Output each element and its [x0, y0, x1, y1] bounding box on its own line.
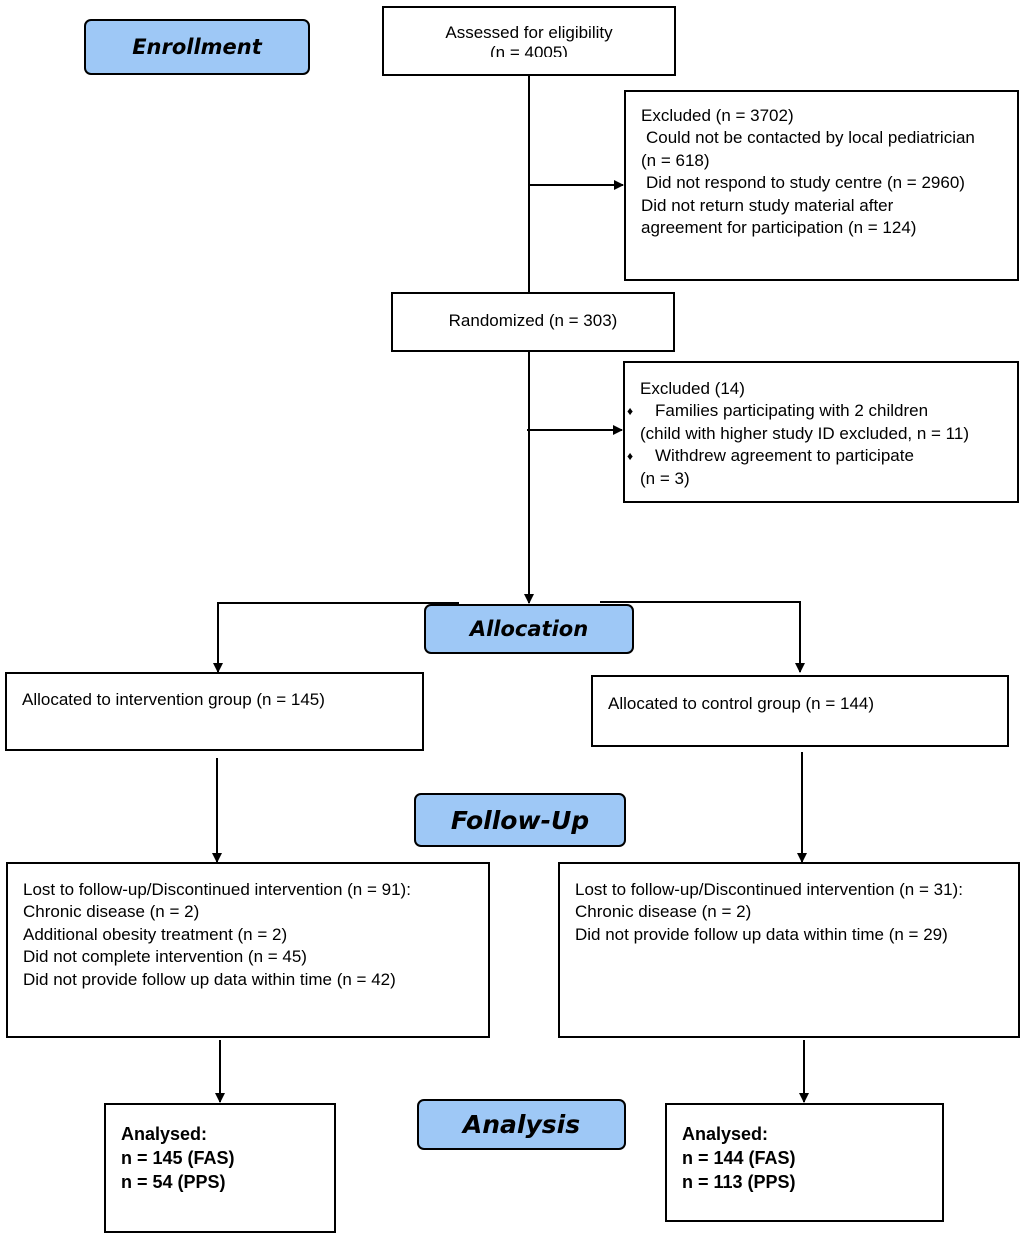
excluded-randomization-item: ♦ Families participating with 2 children: [625, 400, 1017, 422]
analysed-intervention-line: Analysed:: [121, 1124, 208, 1144]
excluded-randomization-item-text: Withdrew agreement to participate: [655, 446, 914, 466]
excluded-randomization-title: Excluded (14): [640, 379, 745, 398]
lost-intervention-line: Additional obesity treatment (n = 2): [23, 924, 288, 944]
stage-allocation: Allocation: [424, 604, 634, 654]
stage-follow-up-label: Follow-Up: [450, 805, 590, 835]
analysed-intervention-line: n = 145 (FAS): [121, 1148, 235, 1168]
arrow-to-intervention: [213, 602, 459, 673]
lost-intervention-line: Chronic disease (n = 2): [23, 902, 200, 922]
control-group-label: Allocated to control group (n = 144): [608, 694, 875, 713]
analysed-control-line: n = 144 (FAS): [682, 1148, 796, 1168]
assessed-box: Assessed for eligibility (n = 4005): [382, 6, 676, 76]
lost-intervention-box: Lost to follow-up/Discontinued intervent…: [6, 862, 490, 1038]
stage-allocation-label: Allocation: [469, 617, 589, 641]
arrow-to-control: [600, 601, 805, 673]
lost-control-line: Did not provide follow up data within ti…: [575, 924, 948, 944]
stage-enrollment: Enrollment: [84, 19, 310, 75]
excluded-randomization-item-text: Families participating with 2 children: [655, 401, 929, 421]
lost-control-box: Lost to follow-up/Discontinued intervent…: [558, 862, 1020, 1038]
randomized-box: Randomized (n = 303): [391, 292, 675, 352]
intervention-group-box: Allocated to intervention group (n = 145…: [5, 672, 424, 751]
analysed-control-line: n = 113 (PPS): [682, 1172, 796, 1192]
excluded-enrollment-line: Could not be contacted by local pediatri…: [646, 128, 975, 148]
analysed-control-line: Analysed:: [682, 1124, 769, 1144]
diamond-bullet-icon: ♦: [627, 404, 634, 419]
control-group-box: Allocated to control group (n = 144): [591, 675, 1009, 747]
excluded-enrollment-line: Did not return study material after: [641, 195, 894, 215]
lost-control-line: Lost to follow-up/Discontinued intervent…: [575, 880, 963, 899]
analysed-intervention-box: Analysed: n = 145 (FAS) n = 54 (PPS): [104, 1103, 336, 1233]
excluded-enrollment-line: Did not respond to study centre (n = 296…: [646, 173, 965, 193]
analysed-intervention-line: n = 54 (PPS): [121, 1172, 226, 1192]
excluded-enrollment-line: Excluded (n = 3702): [641, 106, 794, 125]
stage-follow-up: Follow-Up: [414, 793, 626, 847]
analysed-control-box: Analysed: n = 144 (FAS) n = 113 (PPS): [665, 1103, 944, 1222]
excluded-randomization-item-detail: (n = 3): [640, 468, 690, 488]
excluded-randomization-item: ♦ Withdrew agreement to participate: [625, 445, 1017, 467]
lost-intervention-line: Did not complete intervention (n = 45): [23, 947, 307, 967]
excluded-enrollment-line: (n = 618): [641, 150, 710, 170]
excluded-randomization-box: Excluded (14) ♦ Families participating w…: [623, 361, 1019, 503]
stage-analysis-label: Analysis: [462, 1110, 581, 1139]
lost-intervention-line: Did not provide follow up data within ti…: [23, 969, 396, 989]
lost-intervention-line: Lost to follow-up/Discontinued intervent…: [23, 880, 411, 899]
randomized-label: Randomized (n = 303): [448, 311, 618, 330]
stage-enrollment-label: Enrollment: [132, 35, 262, 59]
lost-control-line: Chronic disease (n = 2): [575, 902, 752, 922]
excluded-enrollment-line: agreement for participation (n = 124): [641, 218, 917, 238]
intervention-group-label: Allocated to intervention group (n = 145…: [22, 690, 325, 709]
diamond-bullet-icon: ♦: [627, 449, 634, 464]
excluded-randomization-item-detail: (child with higher study ID excluded, n …: [640, 423, 969, 443]
excluded-enrollment-box: Excluded (n = 3702) Could not be contact…: [624, 90, 1019, 281]
stage-analysis: Analysis: [417, 1099, 626, 1150]
assessed-count: (n = 4005): [490, 43, 568, 57]
assessed-title: Assessed for eligibility: [445, 23, 613, 42]
